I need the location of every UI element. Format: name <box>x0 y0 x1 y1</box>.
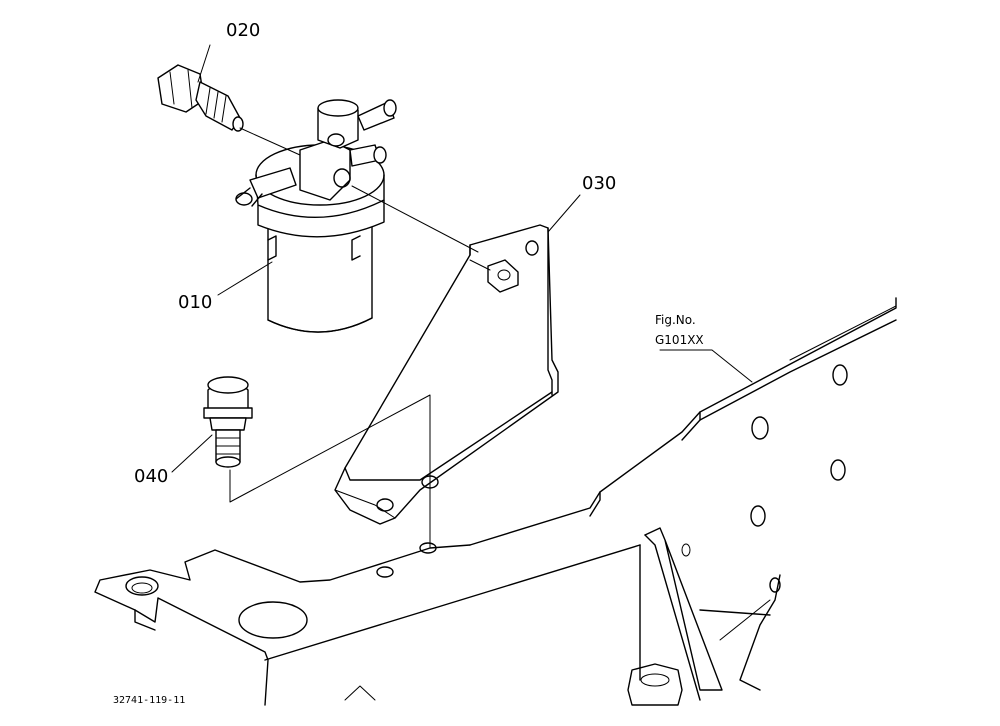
fitting-020 <box>157 64 244 132</box>
bracket-030 <box>334 224 559 525</box>
label-fig-code: G101XX <box>655 333 704 347</box>
fuel-filter-010 <box>235 99 397 333</box>
bolt-040 <box>203 376 253 468</box>
label-part-020: 020 <box>226 20 260 41</box>
label-part-040: 040 <box>134 466 168 487</box>
leader-lines <box>171 44 753 473</box>
label-part-010: 010 <box>178 292 212 313</box>
frame-assembly <box>94 297 897 706</box>
label-part-030: 030 <box>582 173 616 194</box>
assembly-lines <box>229 127 491 549</box>
label-drawing-number: 32741-119-11 <box>113 695 185 706</box>
label-fig-number: Fig.No. <box>655 313 696 327</box>
